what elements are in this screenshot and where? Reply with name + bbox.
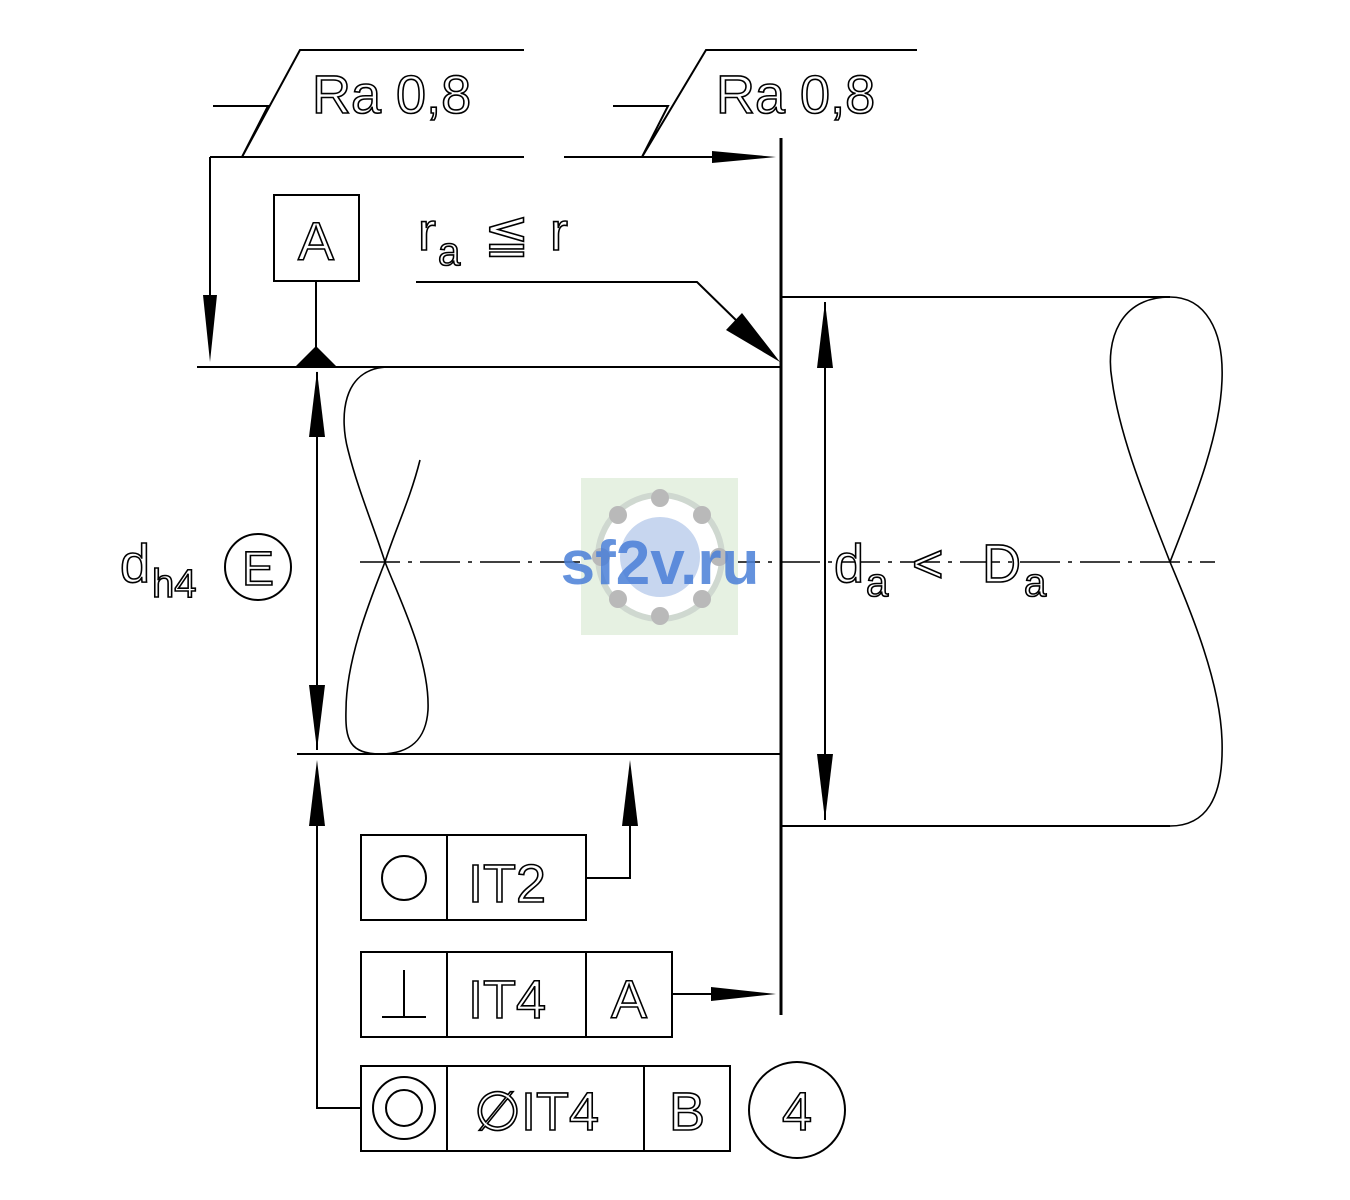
radius-r-sub: a	[438, 230, 461, 274]
roundness-value: IT2	[468, 854, 546, 914]
bearing-balls-icon	[592, 489, 728, 625]
shoulder-relation: <	[912, 534, 944, 594]
datum-a: A	[273, 194, 360, 366]
roughness-label-left: Ra 0,8	[312, 65, 471, 125]
perpendicularity-datum: A	[611, 970, 647, 1030]
shoulder-D-sub: a	[1024, 561, 1047, 605]
shaft-diameter-sub: h4	[152, 562, 197, 606]
envelope-circle	[224, 533, 292, 601]
arrow-right-icon	[712, 151, 776, 163]
shaft-break-curve	[343, 366, 429, 755]
arrow-down-icon	[309, 685, 325, 750]
radius-relation: ≦	[484, 204, 529, 264]
roundness-frame: IT2	[360, 760, 638, 921]
roundness-circle-icon	[381, 855, 427, 901]
note-circle	[748, 1061, 846, 1159]
arrow-up-icon	[817, 302, 833, 368]
arrow-up-icon	[309, 371, 325, 437]
shaft-diameter-main: d	[120, 534, 150, 594]
roughness-label-right: Ra 0,8	[716, 65, 875, 125]
shoulder-diameter-dimension: d a < D a	[817, 302, 1048, 820]
concentricity-leader	[316, 820, 361, 1109]
concentricity-icon	[372, 1076, 436, 1140]
arrow-down-icon	[817, 754, 833, 820]
surface-finish-right: Ra 0,8	[564, 49, 917, 163]
perpendicular-icon	[382, 970, 426, 1018]
perpendicularity-frame: IT4 A	[360, 951, 776, 1038]
part-outline	[197, 138, 1223, 1015]
envelope-label: E	[242, 543, 274, 596]
shoulder-D-main: D	[982, 534, 1021, 594]
datum-triangle-icon	[296, 346, 336, 366]
arrow-down-icon	[203, 295, 217, 362]
arrow-right-icon	[711, 987, 776, 1001]
radius-r-right: r	[550, 202, 568, 262]
radius-note: r a ≦ r	[416, 201, 780, 362]
radius-r-main: r	[418, 202, 436, 262]
watermark: sf2v.ru	[561, 478, 760, 635]
shaft-diameter-dimension: d h4 E	[119, 371, 325, 750]
shoulder-d-sub: a	[866, 561, 889, 605]
concentricity-frame: ∅IT4 B 4	[309, 760, 846, 1159]
concentricity-note: 4	[782, 1082, 812, 1142]
surface-finish-left: Ra 0,8	[203, 49, 524, 362]
arrow-up-icon	[309, 760, 325, 826]
bearing-logo-inner	[620, 517, 700, 597]
perpendicularity-value: IT4	[468, 970, 546, 1030]
shoulder-break-curve-2	[1169, 296, 1223, 563]
concentricity-value: ∅IT4	[474, 1082, 599, 1142]
radius-arrow-icon	[726, 313, 780, 362]
radius-leader	[416, 281, 741, 325]
arrow-up-icon	[622, 760, 638, 826]
watermark-text: sf2v.ru	[561, 529, 760, 598]
roundness-leader	[586, 820, 631, 879]
datum-a-label: A	[298, 212, 334, 272]
shoulder-d-main: d	[834, 534, 864, 594]
concentricity-datum: B	[669, 1082, 705, 1142]
